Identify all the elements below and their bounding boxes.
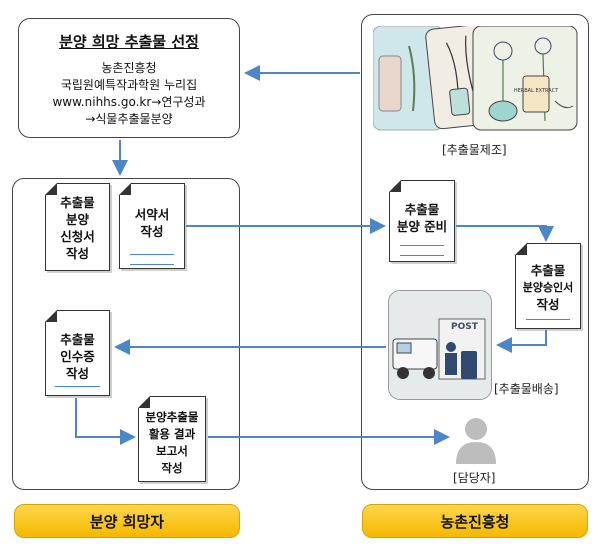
approval-line: 분양승인서 (522, 281, 574, 294)
extract-manufacture-illustration: HERBAL EXTRACT (372, 22, 579, 136)
approval-line: 작성 (536, 297, 560, 312)
selection-box: 분양 희망 추출물 선정 농촌진흥청 국립원예특작과학원 누리집 www.nih… (18, 18, 240, 138)
person-icon (454, 416, 498, 464)
manager-caption: [담당자] (453, 471, 496, 485)
application-doc: 추출물 분양 신청서 작성 (45, 183, 110, 271)
arrow-receipt-to-report (75, 398, 136, 445)
herbal-extract-label: HERBAL EXTRACT (514, 88, 559, 94)
arrow-approval-to-delivery (496, 330, 547, 353)
report-line: 활용 결과 (148, 427, 196, 441)
application-line: 추출물 (60, 195, 95, 210)
arrow-prep-to-approval (456, 225, 554, 242)
selection-line: 국립원예특작과학원 누리집 (60, 78, 198, 92)
delivery-caption: [추출물배송] (494, 382, 559, 396)
applicant-label: 분양 희망자 (14, 504, 240, 538)
pledge-doc: 서약서 작성 (119, 183, 185, 269)
receipt-line: 인수증 (60, 349, 95, 364)
report-line: 보고서 (156, 444, 188, 458)
approval-doc: 추출물 분양승인서 작성 (515, 243, 581, 329)
receipt-doc: 추출물 인수증 작성 (45, 310, 110, 396)
report-line: 작성 (161, 461, 183, 475)
post-sign: POST (451, 322, 479, 332)
prep-line: 추출물 (404, 202, 440, 217)
rda-label: 농촌진흥청 (362, 504, 588, 538)
manufacture-caption: [추출물제조] (442, 143, 507, 157)
application-line: 분양 (65, 212, 89, 227)
report-doc: 분양추출물 활용 결과 보고서 작성 (138, 396, 206, 482)
pledge-line: 서약서 (134, 207, 170, 222)
pledge-line: 작성 (140, 224, 164, 239)
receipt-line: 작성 (65, 366, 89, 381)
approval-line: 추출물 (530, 263, 566, 278)
selection-title: 분양 희망 추출물 선정 (59, 33, 199, 51)
report-line: 분양추출물 (145, 410, 199, 424)
receipt-line: 추출물 (60, 332, 95, 347)
prep-doc: 추출물 분양 준비 (389, 180, 455, 262)
application-line: 작성 (65, 246, 89, 261)
prep-line: 분양 준비 (396, 219, 448, 234)
selection-line: 농촌진흥청 (101, 61, 157, 75)
delivery-illustration: POST (388, 290, 492, 400)
selection-line[interactable]: www.nihhs.go.kr→연구성과 (52, 95, 206, 109)
selection-line: →식물추출물분양 (85, 112, 173, 126)
application-line: 신청서 (60, 229, 95, 244)
